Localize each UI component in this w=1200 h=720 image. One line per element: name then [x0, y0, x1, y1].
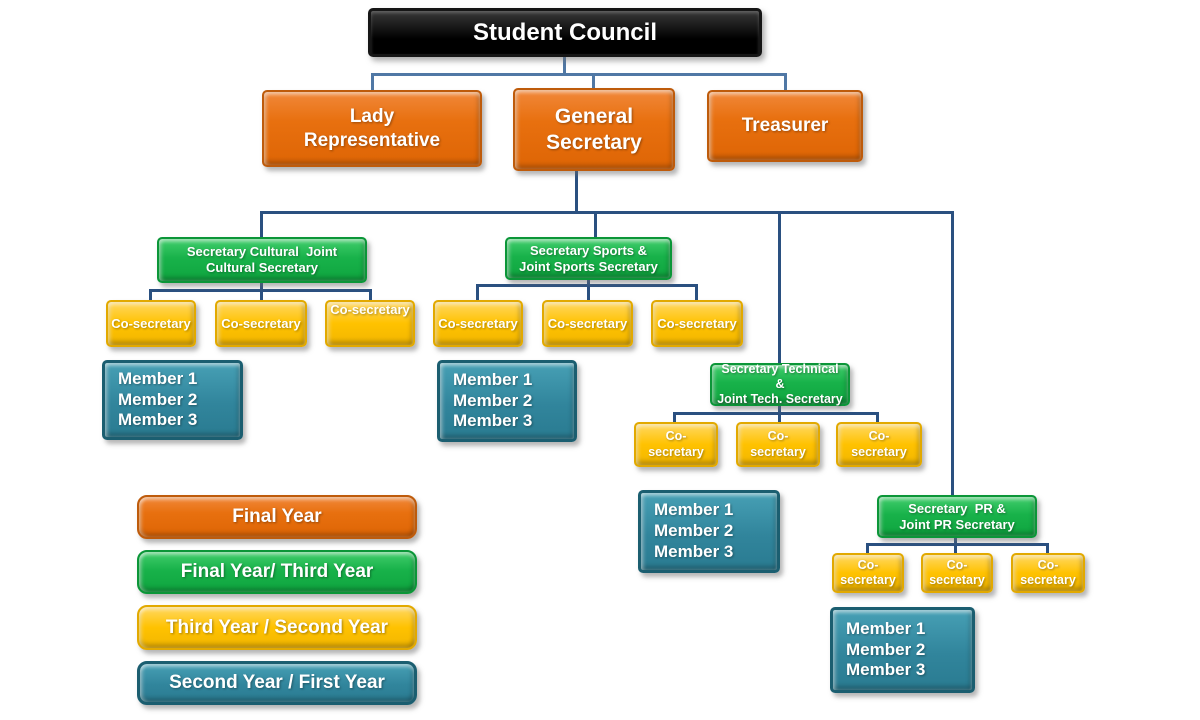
co-secretary-label: Co-secretary: [111, 315, 191, 331]
co-secretary-label: Co-secretary: [330, 302, 410, 317]
co-secretary-box: Co- secretary: [1011, 553, 1085, 593]
connector-line: [876, 412, 879, 422]
connector-line: [673, 412, 879, 415]
legend-label: Third Year / Second Year: [165, 616, 389, 638]
connector-line: [784, 73, 787, 90]
general-secretary-label: General Secretary: [546, 104, 642, 154]
members-label: Member 1 Member 2 Member 3: [453, 369, 533, 431]
connector-line: [260, 289, 263, 300]
co-secretary-label: Co- secretary: [840, 557, 896, 587]
technical-secretary-box: Secretary Technical & Joint Tech. Secret…: [710, 361, 850, 407]
co-secretary-label: Co-secretary: [438, 315, 518, 331]
co-secretary-box: Co-secretary: [542, 300, 633, 347]
treasurer-box: Treasurer: [707, 90, 863, 162]
legend-label: Second Year / First Year: [169, 672, 385, 694]
treasurer-label: Treasurer: [741, 115, 829, 137]
members-label: Member 1 Member 2 Member 3: [118, 368, 198, 430]
connector-line: [778, 406, 781, 414]
cultural-secretary-label: Secretary Cultural Joint Cultural Secret…: [186, 244, 338, 275]
connector-line: [476, 284, 479, 300]
lady-representative-label: Lady Representative: [303, 106, 441, 151]
connector-line: [954, 538, 957, 545]
connector-line: [369, 289, 372, 300]
connector-line: [695, 284, 698, 300]
co-secretary-box: Co- secretary: [921, 553, 993, 593]
co-secretary-box: Co-secretary: [736, 422, 820, 467]
legend-final-year: Final Year: [137, 495, 417, 539]
co-secretary-box: Co-secretary: [634, 422, 718, 467]
pr-secretary-label: Secretary PR & Joint PR Secretary: [899, 500, 1015, 532]
legend-final-third-year: Final Year/ Third Year: [137, 550, 417, 594]
co-secretary-box: Co-secretary: [433, 300, 523, 347]
connector-line: [260, 283, 263, 292]
connector-line: [563, 57, 566, 74]
sports-secretary-label: Secretary Sports & Joint Sports Secretar…: [519, 242, 658, 274]
legend-label: Final Year: [232, 506, 322, 528]
connector-line: [951, 211, 954, 497]
connector-line: [866, 543, 869, 553]
co-secretary-box: Co-secretary: [215, 300, 307, 347]
co-secretary-label: Co-secretary: [547, 315, 628, 331]
co-secretary-label: Co-secretary: [750, 429, 806, 459]
connector-line: [260, 211, 263, 237]
co-secretary-box: Co-secretary: [106, 300, 196, 347]
cultural-secretary-box: Secretary Cultural Joint Cultural Secret…: [157, 237, 367, 283]
student-council-box: Student Council: [368, 8, 762, 57]
connector-line: [866, 543, 1049, 546]
connector-line: [149, 289, 152, 300]
connector-line: [575, 171, 578, 213]
connector-line: [778, 211, 781, 365]
connector-line: [1046, 543, 1049, 553]
members-box: Member 1 Member 2 Member 3: [830, 607, 975, 693]
legend-label: Final Year/ Third Year: [180, 561, 374, 583]
connector-line: [594, 211, 597, 237]
connector-line: [673, 412, 676, 422]
connector-line: [592, 73, 595, 88]
technical-secretary-label: Secretary Technical & Joint Tech. Secret…: [717, 361, 843, 407]
co-secretary-label: Co- secretary: [1020, 557, 1076, 587]
members-label: Member 1 Member 2 Member 3: [654, 500, 734, 561]
members-box: Member 1 Member 2 Member 3: [102, 360, 243, 440]
co-secretary-label: Co-secretary: [221, 315, 301, 331]
connector-line: [371, 73, 374, 90]
co-secretary-label: Co-secretary: [648, 429, 704, 459]
co-secretary-label: Co-secretary: [657, 315, 737, 331]
student-council-label: Student Council: [473, 18, 657, 46]
sports-secretary-box: Secretary Sports & Joint Sports Secretar…: [505, 237, 672, 280]
connector-line: [260, 211, 954, 214]
co-secretary-box: Co- secretary: [832, 553, 904, 593]
co-secretary-box: Co-secretary: [836, 422, 922, 467]
members-box: Member 1 Member 2 Member 3: [638, 490, 780, 573]
members-label: Member 1 Member 2 Member 3: [846, 618, 926, 680]
connector-line: [778, 412, 781, 422]
connector-line: [587, 284, 590, 300]
members-box: Member 1 Member 2 Member 3: [437, 360, 577, 442]
legend-second-first-year: Second Year / First Year: [137, 661, 417, 705]
lady-representative-box: Lady Representative: [262, 90, 482, 167]
legend-third-second-year: Third Year / Second Year: [137, 605, 417, 650]
connector-line: [587, 279, 590, 286]
co-secretary-box: Co-secretary: [325, 300, 415, 347]
general-secretary-box: General Secretary: [513, 88, 675, 171]
connector-line: [371, 73, 787, 76]
connector-line: [954, 543, 957, 553]
co-secretary-label: Co-secretary: [851, 429, 907, 459]
pr-secretary-box: Secretary PR & Joint PR Secretary: [877, 495, 1037, 538]
co-secretary-box: Co-secretary: [651, 300, 743, 347]
co-secretary-label: Co- secretary: [929, 557, 985, 587]
